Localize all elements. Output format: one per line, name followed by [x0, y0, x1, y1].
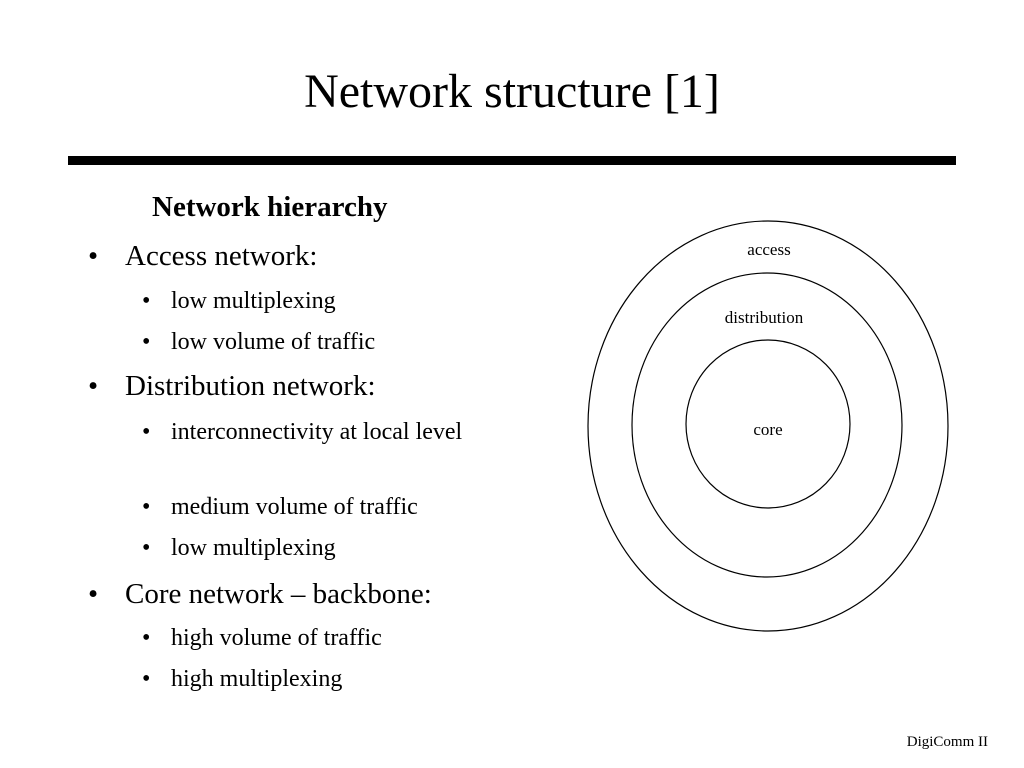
bullet-label: Core network – backbone: — [125, 578, 432, 610]
core-label: core — [753, 420, 782, 439]
sub-bullet-label: low volume of traffic — [171, 329, 376, 355]
access-ring — [587, 220, 949, 632]
bullet-icon: • — [142, 666, 151, 692]
sub-bullet-label: low multiplexing — [171, 288, 336, 314]
title-divider — [68, 156, 956, 165]
sub-bullet: • high multiplexing — [142, 662, 471, 696]
sub-bullet: • medium volume of traffic — [142, 490, 471, 524]
bullet-icon: • — [88, 578, 99, 610]
sub-bullet: • low volume of traffic — [142, 325, 471, 359]
footer-label: DigiComm II — [906, 734, 988, 750]
access-label: access — [747, 240, 790, 259]
bullet-label: Access network: — [125, 240, 318, 272]
sub-bullet: • interconnectivity at local level — [142, 415, 471, 449]
bullet-icon: • — [88, 370, 99, 402]
sub-bullet-label: interconnectivity at local level — [171, 419, 463, 445]
bullet-icon: • — [142, 535, 151, 561]
bullet-core-network: • Core network – backbone: — [88, 576, 432, 612]
bullet-icon: • — [142, 329, 151, 355]
section-heading: Network hierarchy — [152, 191, 388, 223]
sub-bullet: • low multiplexing — [142, 284, 471, 318]
distribution-ring — [631, 272, 903, 578]
distribution-label: distribution — [725, 308, 804, 327]
slide-title: Network structure [1] — [304, 65, 720, 118]
bullet-distribution-network: • Distribution network: — [88, 368, 376, 404]
bullet-access-network: • Access network: — [88, 238, 317, 274]
sub-bullet: • high volume of traffic — [142, 621, 471, 655]
bullet-icon: • — [142, 419, 151, 445]
bullet-icon: • — [142, 494, 151, 520]
bullet-icon: • — [142, 288, 151, 314]
sub-bullet-label: high volume of traffic — [171, 625, 382, 651]
sub-bullet-label: medium volume of traffic — [171, 494, 418, 520]
sub-bullet-label: low multiplexing — [171, 535, 336, 561]
bullet-icon: • — [88, 240, 99, 272]
sub-bullet: • low multiplexing — [142, 531, 471, 565]
core-ring — [685, 339, 851, 509]
bullet-label: Distribution network: — [125, 370, 376, 402]
sub-bullet-label: high multiplexing — [171, 666, 343, 692]
bullet-list: • Access network: • low multiplexing • low … — [88, 238, 471, 696]
bullet-icon: • — [142, 625, 151, 651]
